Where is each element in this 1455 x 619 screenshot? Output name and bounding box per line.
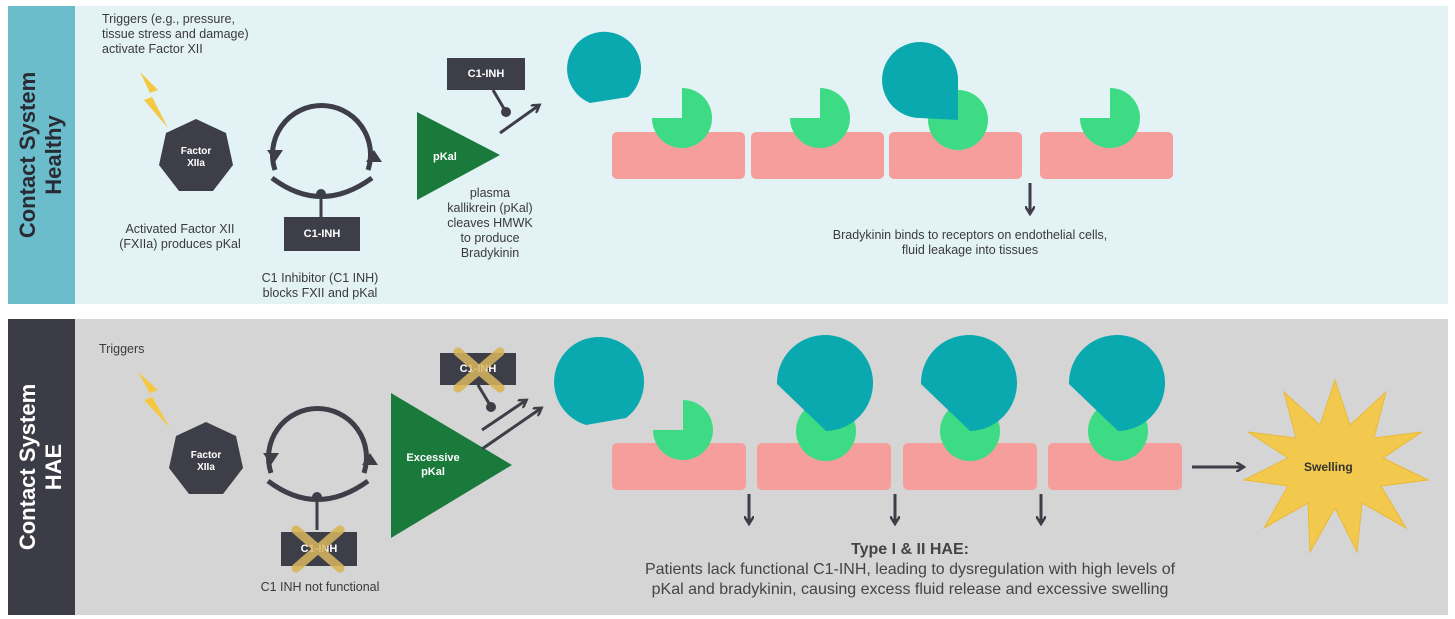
c1-inh-top-broken-box: C1-INH <box>440 353 516 385</box>
factor-xiia-heptagon <box>159 119 233 191</box>
bound-bradykinin-drop <box>776 334 874 431</box>
healthy-factor-label: Factor XIIa <box>180 146 212 169</box>
pkal-label: pKal <box>433 151 457 163</box>
healthy-factor-caption: Activated Factor XII (FXIIa) produces pK… <box>119 222 241 251</box>
endothelial-cell <box>757 443 891 490</box>
swelling-burst <box>1242 378 1430 554</box>
receptor <box>790 88 850 148</box>
endothelial-cell <box>903 443 1037 490</box>
endothelial-cell <box>1040 132 1173 179</box>
hae-summary: Type I & II HAE: Patients lack functiona… <box>560 540 1260 600</box>
bradykinin-drop <box>554 336 645 425</box>
swelling-label: Swelling <box>1304 460 1353 474</box>
hae-inhibitor-caption: C1 INH not functional <box>260 580 380 594</box>
factor-xiia-heptagon <box>169 422 243 494</box>
pkal-triangle <box>417 112 500 200</box>
receptor <box>652 88 712 148</box>
hae-summary-line: pKal and bradykinin, causing excess flui… <box>651 581 1169 598</box>
bradykinin-caption: Bradykinin binds to receptors on endothe… <box>832 228 1108 257</box>
hae-factor-label: Factor XIIa <box>190 450 222 473</box>
cycle-arrow-icon <box>270 103 373 171</box>
receptor <box>653 400 713 460</box>
endothelial-cell <box>1048 443 1182 490</box>
c1-inh-box: C1-INH <box>284 217 360 251</box>
bradykinin-drop <box>567 31 642 103</box>
hae-triggers-text: Triggers <box>99 342 145 356</box>
healthy-inhibitor-caption: C1 Inhibitor (C1 INH) blocks FXII and pK… <box>261 271 379 300</box>
hae-summary-title: Type I & II HAE: <box>851 541 969 558</box>
pkal-caption: plasma kallikrein (pKal) cleaves HMWK to… <box>447 186 533 260</box>
cycle-arrow-icon <box>266 406 369 474</box>
endothelial-cell <box>612 443 746 490</box>
endothelial-cell <box>751 132 884 179</box>
bound-bradykinin-drop <box>1068 334 1166 431</box>
hae-tab: Contact System HAE <box>8 319 75 615</box>
lightning-icon <box>140 72 168 128</box>
hae-summary-line: Patients lack functional C1-INH, leading… <box>644 561 1176 578</box>
excessive-pkal-triangle <box>391 393 512 538</box>
endothelial-cell <box>612 132 745 179</box>
bound-bradykinin-drop <box>920 334 1018 431</box>
healthy-tab: Contact System Healthy <box>8 6 75 304</box>
bound-bradykinin-drop <box>882 42 959 121</box>
lightning-icon <box>138 372 170 428</box>
endothelial-cell <box>889 132 1022 179</box>
c1-inh-top-box: C1-INH <box>447 58 525 90</box>
excessive-pkal-label: Excessive pKal <box>406 452 460 478</box>
healthy-triggers-text: Triggers (e.g., pressure, tissue stress … <box>102 12 249 56</box>
c1-inh-broken-box: C1-INH <box>281 532 357 566</box>
receptor <box>1080 88 1140 148</box>
